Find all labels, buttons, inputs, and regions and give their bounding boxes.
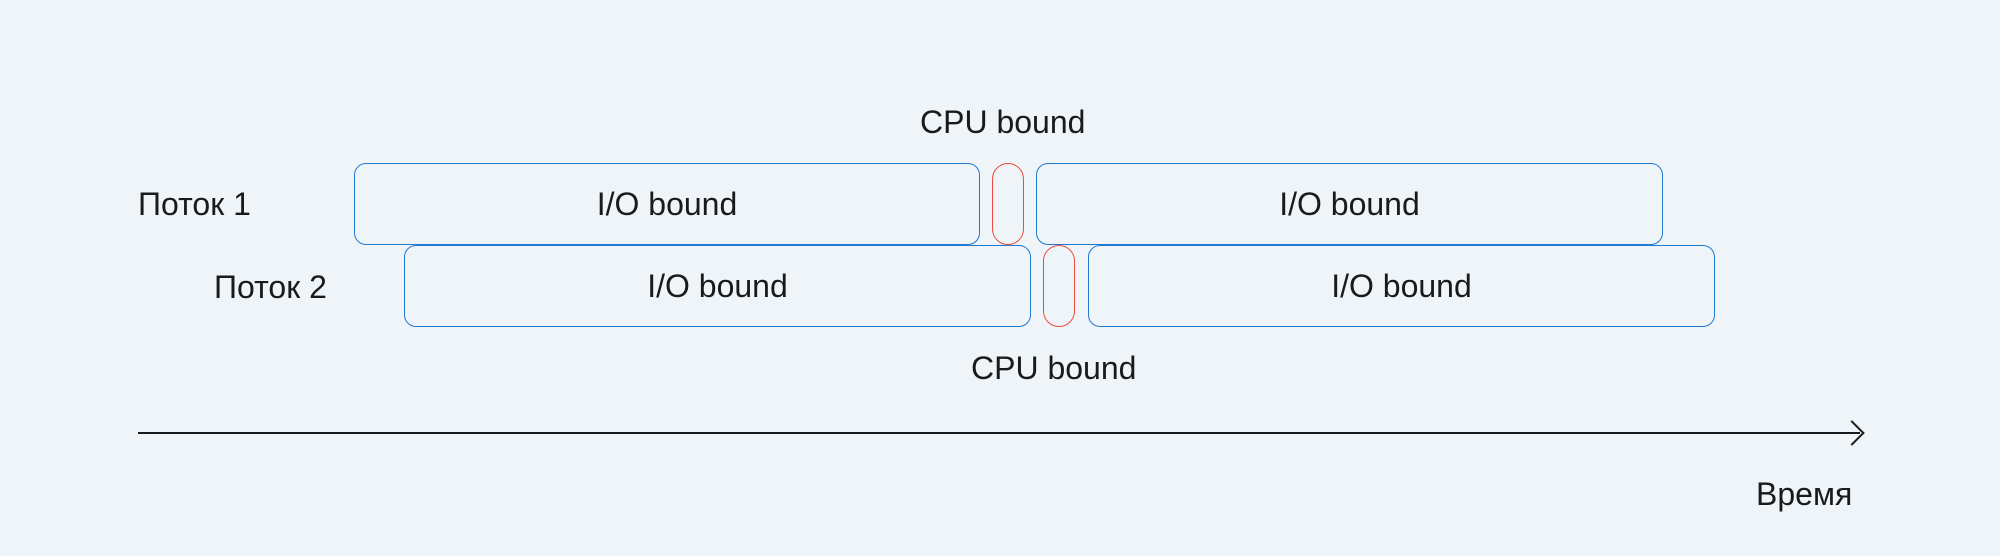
- io-block-label: I/O bound: [1279, 185, 1420, 222]
- time-axis-line: [138, 432, 1860, 434]
- thread-1-io-block-2: I/O bound: [1036, 163, 1663, 245]
- thread-2-io-block-1: I/O bound: [404, 245, 1031, 327]
- thread-2-label: Поток 2: [214, 269, 327, 305]
- thread-2-io-block-2: I/O bound: [1088, 245, 1715, 327]
- io-block-label: I/O bound: [647, 267, 788, 304]
- io-block-label: I/O bound: [596, 185, 738, 222]
- cpu-bound-label-bottom: CPU bound: [971, 350, 1137, 386]
- thread-2-cpu-block: [1043, 245, 1075, 327]
- thread-1-cpu-block: [992, 163, 1024, 245]
- cpu-bound-label-top: CPU bound: [920, 104, 1086, 140]
- thread-1-label: Поток 1: [138, 186, 251, 222]
- io-block-label: I/O bound: [1331, 267, 1472, 304]
- time-axis-arrow-icon: [1839, 420, 1865, 446]
- thread-1-io-block-1: I/O bound: [354, 163, 980, 245]
- time-axis-label: Время: [1756, 476, 1853, 512]
